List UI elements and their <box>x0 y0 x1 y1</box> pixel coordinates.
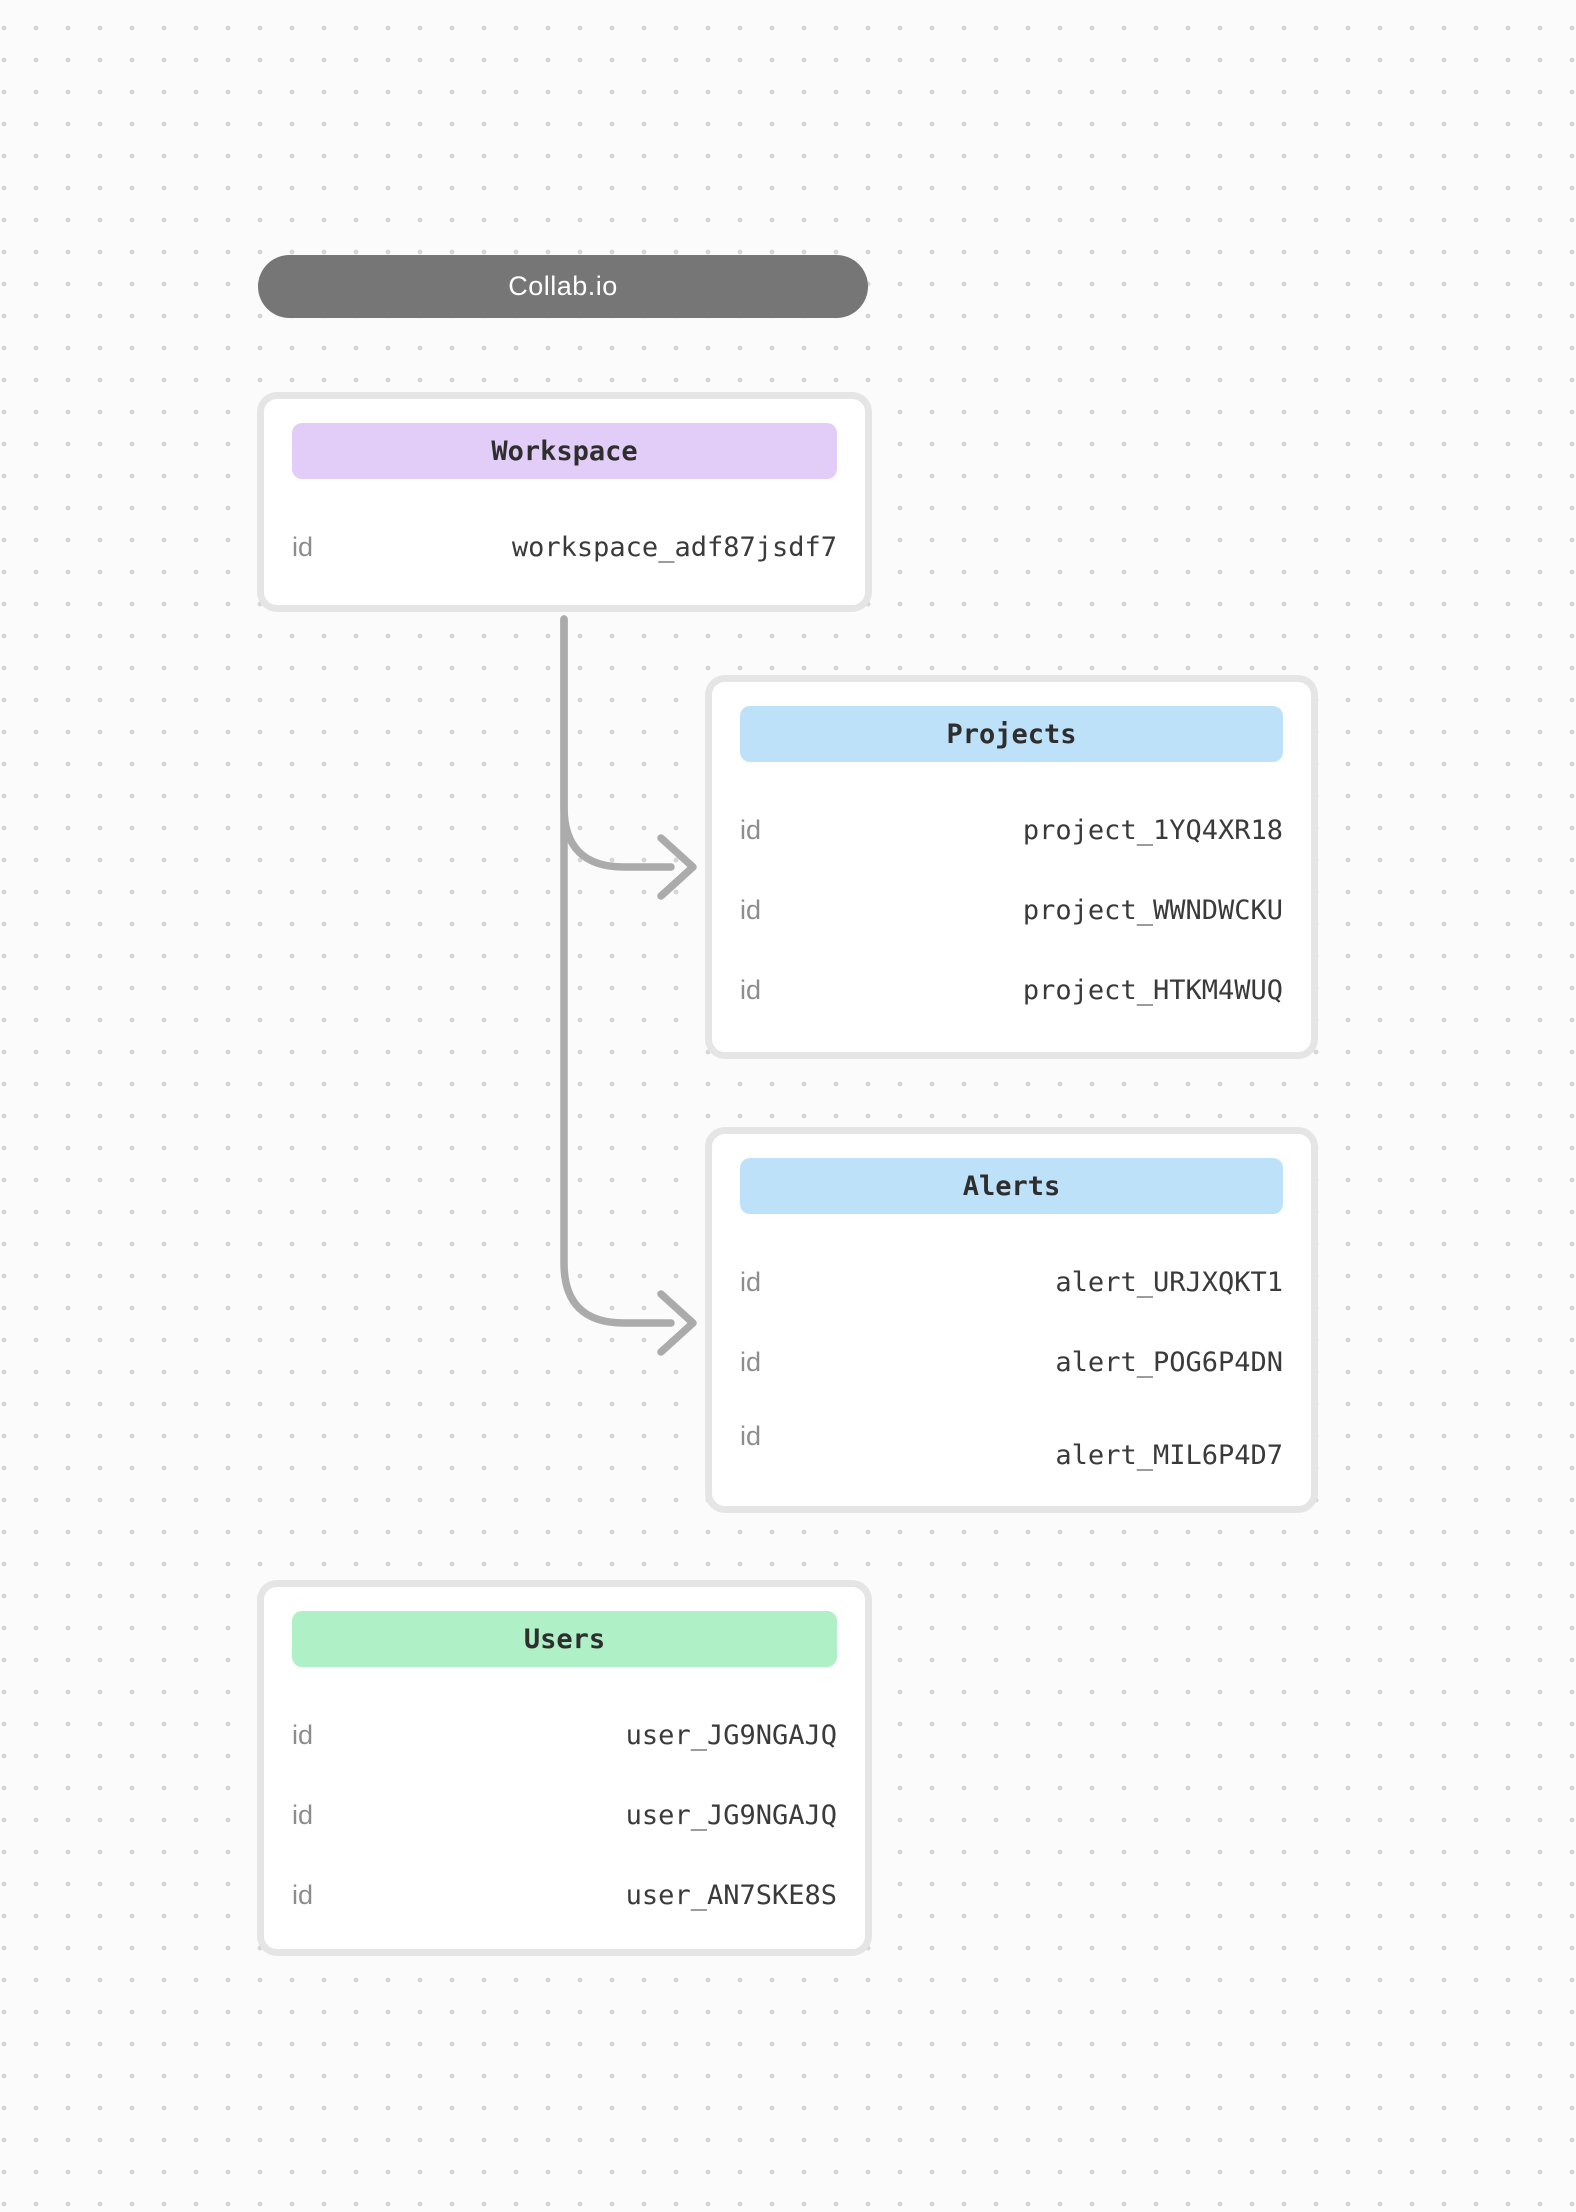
projects-node-header: Projects <box>740 706 1283 762</box>
field-value: project_1YQ4XR18 <box>1022 814 1283 846</box>
field-label: id <box>292 531 314 562</box>
field-value: alert_URJXQKT1 <box>1055 1266 1283 1298</box>
field-row: id user_JG9NGAJQ <box>292 1775 837 1855</box>
alerts-node[interactable]: Alerts id alert_URJXQKT1 id alert_POG6P4… <box>705 1127 1318 1513</box>
field-label: id <box>740 1346 762 1377</box>
users-node-header: Users <box>292 1611 837 1667</box>
field-value: project_HTKM4WUQ <box>1022 974 1283 1006</box>
field-label: id <box>740 814 762 845</box>
field-label: id <box>740 894 762 925</box>
field-row: id project_1YQ4XR18 <box>740 790 1283 870</box>
field-row: id user_JG9NGAJQ <box>292 1695 837 1775</box>
users-node[interactable]: Users id user_JG9NGAJQ id user_JG9NGAJQ … <box>257 1580 872 1956</box>
field-value: user_JG9NGAJQ <box>625 1799 837 1831</box>
field-value: project_WWNDWCKU <box>1022 894 1283 926</box>
workspace-node-header: Workspace <box>292 423 837 479</box>
workspace-node-title: Workspace <box>491 435 638 467</box>
field-row: id alert_MIL6P4D7 <box>740 1402 1283 1482</box>
field-value: alert_MIL6P4D7 <box>1055 1439 1283 1471</box>
field-value: user_AN7SKE8S <box>625 1879 837 1911</box>
alerts-node-header: Alerts <box>740 1158 1283 1214</box>
field-label: id <box>740 1420 762 1451</box>
field-label: id <box>292 1879 314 1910</box>
arrowhead-projects-icon <box>657 834 697 900</box>
field-label: id <box>292 1719 314 1750</box>
field-row: id alert_URJXQKT1 <box>740 1242 1283 1322</box>
field-row: id project_HTKM4WUQ <box>740 950 1283 1030</box>
projects-node-title: Projects <box>946 718 1077 750</box>
field-row: id project_WWNDWCKU <box>740 870 1283 950</box>
field-value: alert_POG6P4DN <box>1055 1346 1283 1378</box>
connector-workspace-alerts <box>560 615 675 1327</box>
field-label: id <box>740 1266 762 1297</box>
arrowhead-alerts-icon <box>657 1290 697 1356</box>
field-row: id alert_POG6P4DN <box>740 1322 1283 1402</box>
app-title: Collab.io <box>508 271 618 301</box>
connector-workspace-projects <box>560 615 675 871</box>
users-node-title: Users <box>523 1623 606 1655</box>
field-label: id <box>292 1799 314 1830</box>
workspace-node[interactable]: Workspace id workspace_adf87jsdf7 <box>257 392 872 612</box>
projects-node[interactable]: Projects id project_1YQ4XR18 id project_… <box>705 675 1318 1059</box>
field-value: user_JG9NGAJQ <box>625 1719 837 1751</box>
field-label: id <box>740 974 762 1005</box>
field-row: id user_AN7SKE8S <box>292 1855 837 1935</box>
alerts-node-title: Alerts <box>962 1170 1061 1202</box>
app-title-node[interactable]: Collab.io <box>258 255 868 318</box>
field-value: workspace_adf87jsdf7 <box>511 531 837 563</box>
field-row: id workspace_adf87jsdf7 <box>292 507 837 587</box>
